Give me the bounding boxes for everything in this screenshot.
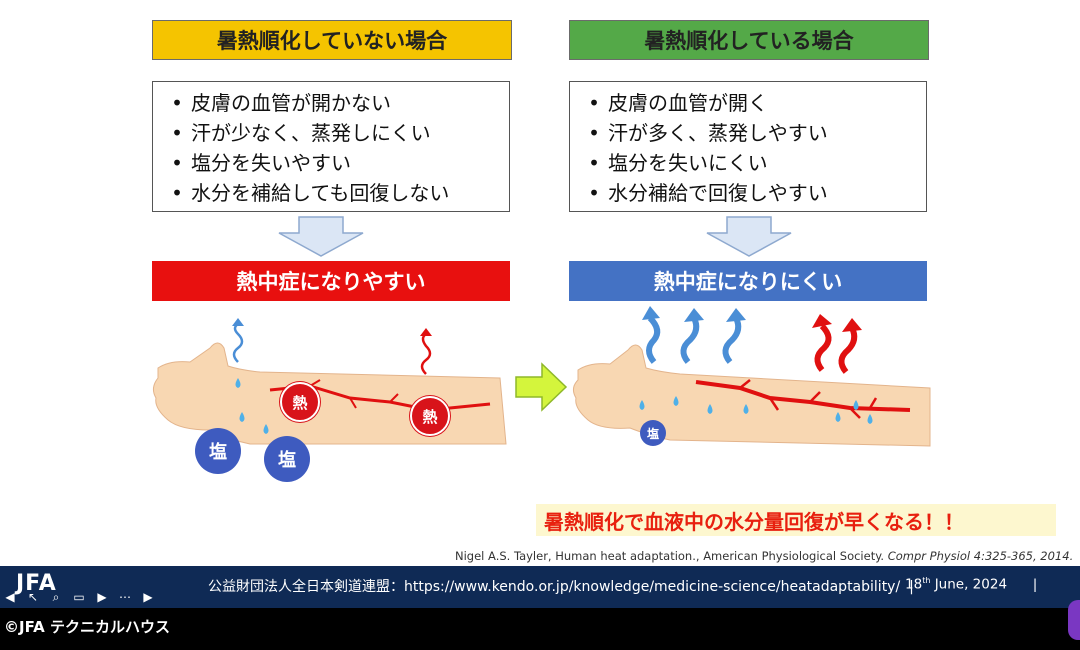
- salt-badge: 塩: [195, 428, 241, 474]
- list-item: 水分補給で回復しやすい: [580, 178, 926, 208]
- down-arrow-icon: [703, 216, 795, 258]
- footer-org-url: 公益財団法人全日本剣道連盟：https://www.kendo.or.jp/kn…: [208, 576, 914, 596]
- list-item: 皮膚の血管が開く: [580, 88, 926, 118]
- citation-journal: Compr Physiol: [888, 549, 970, 563]
- footer-date: 18th June, 2024 |: [905, 576, 1037, 593]
- more-icon[interactable]: ⋯: [115, 588, 135, 606]
- citation: Nigel A.S. Tayler, Human heat adaptation…: [455, 549, 1073, 563]
- presentation-toolbar: ◀ ↖ ⌕ ▭ ▶ ⋯ ▶: [0, 588, 158, 606]
- right-result-banner: 熱中症になりにくい: [569, 261, 927, 301]
- heat-badge: 熱: [280, 382, 320, 422]
- next-icon[interactable]: ▶: [138, 588, 158, 606]
- copyright-text: ©JFA テクニカルハウス: [4, 616, 170, 637]
- salt-badge: 塩: [264, 436, 310, 482]
- right-conditions-list: 皮膚の血管が開く 汗が多く、蒸発しやすい 塩分を失いにくい 水分補給で回復しやす…: [569, 81, 927, 212]
- prev-icon[interactable]: ◀: [0, 588, 20, 606]
- arm-illustration-right: [570, 300, 940, 450]
- list-item: 水分を補給しても回復しない: [163, 178, 509, 208]
- list-item: 塩分を失いやすい: [163, 148, 509, 178]
- divider: |: [1011, 577, 1037, 593]
- list-item: 塩分を失いにくい: [580, 148, 926, 178]
- list-item: 汗が多く、蒸発しやすい: [580, 118, 926, 148]
- citation-pages: 4:325-365, 2014.: [974, 549, 1073, 563]
- left-result-banner: 熱中症になりやすい: [152, 261, 510, 301]
- video-icon[interactable]: ▶: [92, 588, 112, 606]
- conclusion-callout: 暑熱順化で血液中の水分量回復が早くなる！！: [536, 504, 1056, 536]
- list-item: 皮膚の血管が開かない: [163, 88, 509, 118]
- right-header: 暑熱順化している場合: [569, 20, 929, 60]
- right-arrow-icon: [514, 362, 568, 412]
- date-day: 18: [905, 577, 922, 593]
- left-header: 暑熱順化していない場合: [152, 20, 512, 60]
- left-conditions-list: 皮膚の血管が開かない 汗が少なく、蒸発しにくい 塩分を失いやすい 水分を補給して…: [152, 81, 510, 212]
- date-rest: June, 2024: [930, 577, 1007, 593]
- side-tab[interactable]: [1068, 600, 1080, 640]
- captions-icon[interactable]: ▭: [69, 588, 89, 606]
- list-item: 汗が少なく、蒸発しにくい: [163, 118, 509, 148]
- heat-badge: 熱: [410, 396, 450, 436]
- zoom-icon[interactable]: ⌕: [46, 588, 66, 606]
- salt-badge: 塩: [640, 420, 666, 446]
- pointer-icon[interactable]: ↖: [23, 588, 43, 606]
- down-arrow-icon: [275, 216, 367, 258]
- citation-authors: Nigel A.S. Tayler, Human heat adaptation…: [455, 549, 884, 563]
- footer-org-url-text: 公益財団法人全日本剣道連盟：https://www.kendo.or.jp/kn…: [208, 579, 900, 595]
